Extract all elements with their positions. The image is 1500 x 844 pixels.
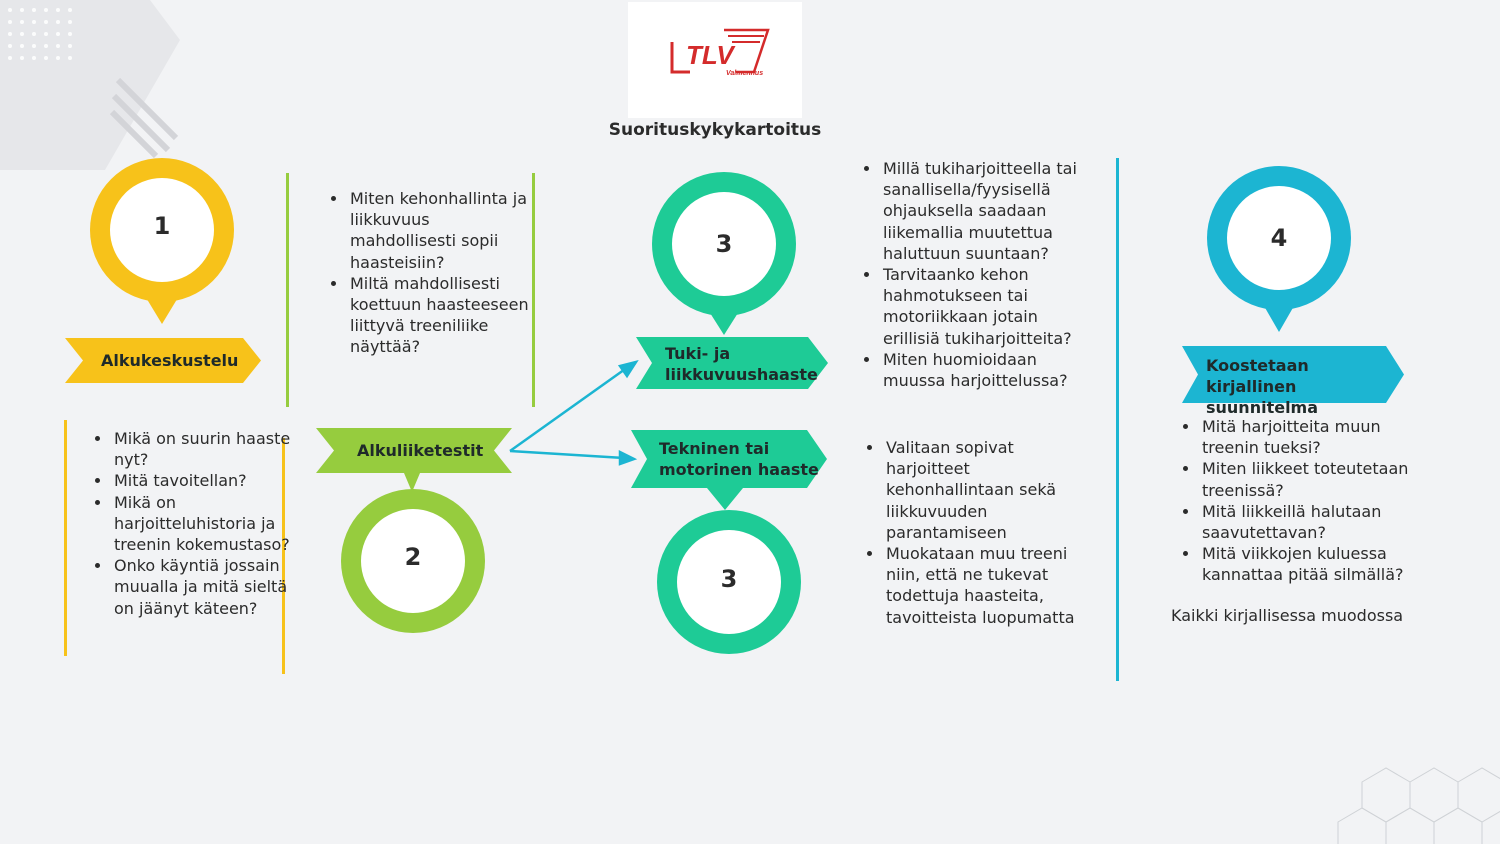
step1-banner: Alkukeskustelu: [65, 338, 261, 383]
list-item: Mitä viikkojen kuluessa kannattaa pitää …: [1200, 543, 1430, 585]
list-item: Miltä mahdollisesti koettuun haasteeseen…: [348, 273, 536, 358]
divider-step2-right: [532, 173, 535, 407]
step3b-banner: Tekninen tai motorinen haaste: [631, 430, 827, 510]
divider-step4: [1116, 158, 1119, 681]
step3a-banner: Tuki- ja liikkuvuushaaste: [636, 337, 828, 389]
step4-note: Kaikki kirjallisessa muodossa: [1171, 606, 1404, 625]
step4-questions: Mitä harjoitteita muun treenin tueksi? M…: [1182, 416, 1430, 586]
divider-step1-left: [64, 420, 67, 656]
step3a-label: Tuki- ja liikkuvuushaaste: [665, 343, 818, 385]
step4-label: Koostetaan kirjallinen suunnitelma: [1206, 355, 1404, 418]
step3b-label-line2: motorinen haaste: [659, 460, 819, 479]
step3a-points: Millä tukiharjoitteella tai sanallisella…: [863, 158, 1093, 391]
step3a-label-line2: liikkuvuushaaste: [665, 365, 818, 384]
list-item: Mikä on harjoitteluhistoria ja treenin k…: [112, 492, 300, 556]
list-item: Millä tukiharjoitteella tai sanallisella…: [881, 158, 1093, 264]
logo: TLV Valmennus: [628, 2, 802, 118]
list-item: Mitä liikkeillä halutaan saavutettavan?: [1200, 501, 1430, 543]
logo-subtext: Valmennus: [726, 70, 763, 77]
divider-step2-left: [286, 173, 289, 407]
tlv-logo-mark: TLV Valmennus: [670, 28, 770, 77]
list-item: Mitä tavoitellan?: [112, 470, 300, 491]
list-item: Muokataan muu treeni niin, että ne tukev…: [884, 543, 1096, 628]
page-title: Suorituskykykartoitus: [608, 120, 822, 140]
step2-number: 2: [404, 543, 422, 571]
step3a-number: 3: [715, 230, 733, 258]
step1-questions: Mikä on suurin haaste nyt? Mitä tavoitel…: [94, 428, 300, 619]
list-item: Valitaan sopivat harjoitteet kehonhallin…: [884, 437, 1096, 543]
step2-questions: Miten kehonhallinta ja liikkuvuus mahdol…: [330, 188, 536, 358]
step4-number: 4: [1270, 224, 1288, 252]
step3a-label-line1: Tuki- ja: [665, 344, 731, 363]
step3b-label: Tekninen tai motorinen haaste: [659, 438, 819, 480]
list-item: Tarvitaanko kehon hahmotukseen tai motor…: [881, 264, 1093, 349]
step3b-number: 3: [720, 565, 738, 593]
divider-step1-right: [282, 438, 285, 674]
logo-text: TLV: [686, 40, 736, 70]
step1-label: Alkukeskustelu: [101, 351, 239, 370]
step2-pin: 2: [340, 488, 486, 634]
list-item: Onko käyntiä jossain muualla ja mitä sie…: [112, 555, 300, 619]
list-item: Miten huomioidaan muussa harjoittelussa?: [881, 349, 1093, 391]
list-item: Mitä harjoitteita muun treenin tueksi?: [1200, 416, 1430, 458]
list-item: Mikä on suurin haaste nyt?: [112, 428, 300, 470]
step1-pin: 1: [88, 158, 236, 326]
step3a-pin: 3: [651, 172, 797, 336]
step3b-points: Valitaan sopivat harjoitteet kehonhallin…: [866, 437, 1096, 628]
step4-label-line1: Koostetaan kirjallinen: [1206, 356, 1309, 396]
list-item: Miten kehonhallinta ja liikkuvuus mahdol…: [348, 188, 536, 273]
step2-label: Alkuliiketestit: [357, 441, 484, 460]
step3b-pin: 3: [656, 509, 802, 655]
step4-pin: 4: [1206, 166, 1352, 334]
list-item: Miten liikkeet toteutetaan treenissä?: [1200, 458, 1430, 500]
step2-banner: Alkuliiketestit: [316, 428, 512, 492]
step4-banner: Koostetaan kirjallinen suunnitelma: [1182, 346, 1404, 417]
step3b-label-line1: Tekninen tai: [659, 439, 770, 458]
step1-number: 1: [153, 212, 171, 240]
step4-label-line2: suunnitelma: [1206, 398, 1319, 417]
